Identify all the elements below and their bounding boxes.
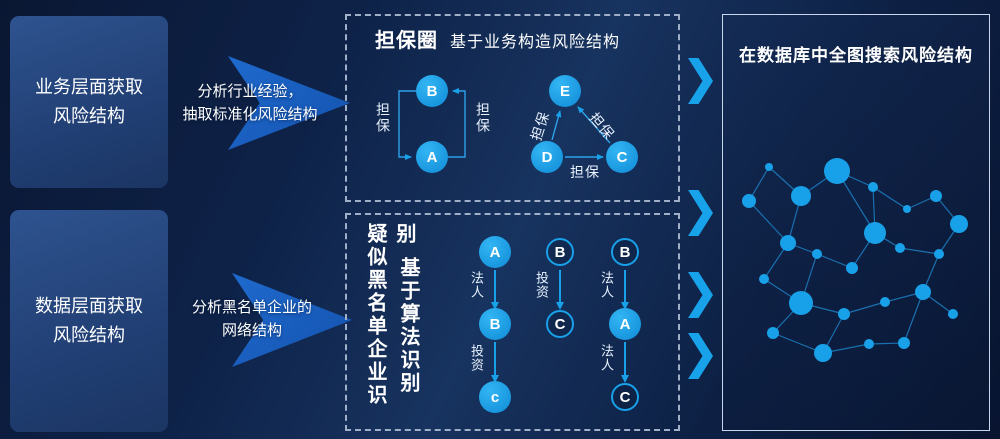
entity-node: C [606,141,638,173]
entity-node: E [549,75,581,107]
arrow-down-icon [490,342,499,383]
edge-label-relation: 投资 [469,344,484,372]
guarantee-box-header: 担保圈 基于业务构造风险结构 [375,24,620,53]
guarantee-box-subtitle: 基于业务构造风险结构 [450,34,621,51]
database-panel-title: 在数据库中全图搜索风险结构 [739,46,973,65]
blacklist-box-title: 疑似黑名单企业识别 [364,223,415,407]
edge-label-relation: 法人 [599,344,614,372]
chevron-right-icon [688,272,713,318]
guarantee-diagram-lines [398,88,611,160]
edge-label-guarantee: 担保 [570,164,600,180]
network-graph [742,158,968,362]
chevron-right-icon [688,58,713,104]
entity-node: B [479,308,511,340]
entity-node: A [416,141,448,173]
entity-node: c [479,381,511,413]
entity-node: A [479,236,511,268]
chevron-right-icon [688,190,713,236]
blacklist-box-subtitle: 基于算法识别 [397,257,419,395]
entity-node: B [611,238,639,266]
process-arrow-data-line1: 分析黑名单企业的 [191,299,312,316]
panel-data-level: 数据层面获取 风险结构 [10,210,168,432]
panel-data-line1: 数据层面获取 [35,296,143,317]
panel-business-line2: 风险结构 [53,106,125,126]
arrow-down-icon [620,270,629,310]
edge-label-guarantee: 担保 [475,102,491,134]
arrow-down-icon [620,342,629,383]
entity-node: B [416,75,448,107]
guarantee-circle-box: 担保圈 基于业务构造风险结构 B A 担保 担保 E D C 担保 担保 担保 [345,14,680,202]
panel-business-line1: 业务层面获取 [35,77,143,98]
process-arrow-business-line2: 抽取标准化风险结构 [182,106,318,124]
edge-label-relation: 投资 [534,271,549,299]
process-arrow-label-business: 分析行业经验， 抽取标准化风险结构 [164,80,336,127]
edge-label-relation: 法人 [599,271,614,299]
entity-node: C [611,383,639,411]
chevron-right-icon [688,333,713,379]
entity-node: D [531,141,563,173]
blacklist-identify-box: 疑似黑名单企业识别 基于算法识别 A 法人 B 投资 c B 投资 C B 法人… [345,213,680,431]
entity-node: C [546,310,574,338]
panel-data-line2: 风险结构 [53,325,125,345]
edge-label-relation: 法人 [469,271,484,299]
process-arrow-data-line2: 网络结构 [221,322,282,340]
arrow-down-icon [555,270,564,310]
database-search-panel: 在数据库中全图搜索风险结构 [722,14,990,431]
entity-node: B [546,238,574,266]
process-arrow-business-line1: 分析行业经验， [197,83,303,100]
guarantee-box-title: 担保圈 [375,30,438,52]
entity-node: A [609,308,641,340]
arrow-down-icon [490,270,499,310]
process-arrow-label-data: 分析黑名单企业的 网络结构 [170,296,334,343]
panel-business-level: 业务层面获取 风险结构 [10,16,168,188]
edge-label-guarantee: 担保 [375,102,391,134]
